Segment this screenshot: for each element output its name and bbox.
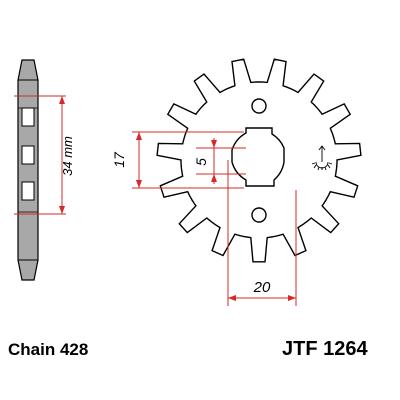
spline-width-label: 5 <box>193 158 209 166</box>
side-slot <box>21 107 35 127</box>
side-view: 34 mm <box>14 59 75 281</box>
front-view <box>156 58 362 263</box>
front-dimensions: 17 5 20 <box>111 131 297 306</box>
side-view-profile <box>17 59 39 281</box>
centre-distance-label: 20 <box>253 279 271 296</box>
thickness-label: 34 mm <box>60 136 75 176</box>
part-number-label: JTF 1264 <box>282 338 368 360</box>
bolt-hole <box>251 98 267 114</box>
side-slot <box>21 181 35 201</box>
side-slot <box>21 145 35 165</box>
across-flats-label: 17 <box>111 151 127 168</box>
sprocket-direction-icon <box>311 145 333 171</box>
bolt-hole <box>251 207 267 223</box>
chain-label: Chain 428 <box>8 340 89 359</box>
center-bore <box>231 127 285 187</box>
